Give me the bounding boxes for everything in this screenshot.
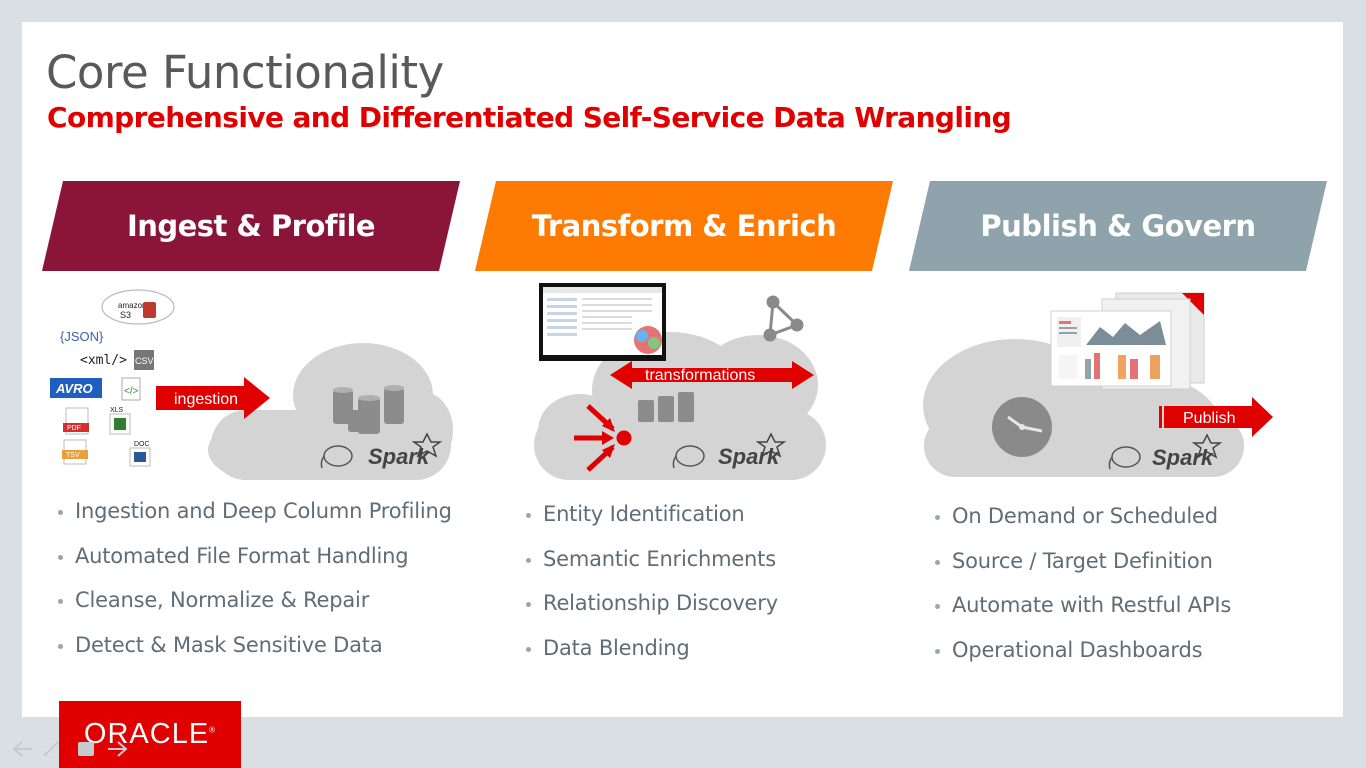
banner-transform-enrich-label: Transform & Enrich	[531, 209, 837, 243]
svg-text:S3: S3	[120, 310, 131, 320]
bullet-item: Relationship Discovery	[524, 591, 778, 636]
pen-icon[interactable]	[43, 741, 59, 757]
svg-text:XLS: XLS	[110, 407, 124, 414]
bullet-item: On Demand or Scheduled	[933, 504, 1231, 549]
csv-file-icon: CSV	[134, 350, 154, 370]
bullet-item: Operational Dashboards	[933, 638, 1231, 683]
menu-icon[interactable]	[78, 742, 94, 756]
oracle-logo-text: ORACLE	[83, 718, 210, 750]
banner-ingest-profile: Ingest & Profile	[42, 181, 460, 271]
amazon-s3-icon: amazon S3	[101, 289, 175, 325]
bullet-item: Entity Identification	[524, 502, 778, 547]
ingestion-arrow: ingestion	[156, 377, 270, 419]
bullet-item: Automated File Format Handling	[56, 544, 452, 589]
code-file-icon: </>	[121, 377, 141, 401]
oracle-logo: ORACLE®	[59, 701, 241, 768]
slide-title: Core Functionality	[46, 46, 444, 99]
database-icon	[333, 385, 404, 434]
svg-text:AVRO: AVRO	[55, 381, 93, 396]
dashboard-stack-icon	[1050, 292, 1205, 390]
database-icon	[638, 392, 694, 422]
spark-star-icon	[411, 432, 443, 458]
transformations-label: transformations	[645, 367, 755, 384]
network-graph-icon	[763, 295, 804, 342]
slideshow-nav-toolbar	[8, 738, 138, 765]
xls-file-icon: XLS	[109, 407, 131, 435]
banner-publish-govern: Publish & Govern	[909, 181, 1327, 271]
spark-star-icon	[755, 432, 787, 458]
bullet-item: Automate with Restful APIs	[933, 593, 1231, 638]
hadoop-elephant-icon	[672, 445, 705, 469]
bullet-item: Semantic Enrichments	[524, 547, 778, 592]
svg-text:DOC: DOC	[134, 441, 150, 448]
spark-label: Spark	[1152, 445, 1215, 470]
slide-subtitle: Comprehensive and Differentiated Self-Se…	[47, 101, 1012, 134]
doc-file-icon: DOC	[129, 441, 151, 467]
banner-publish-govern-label: Publish & Govern	[980, 209, 1256, 243]
previous-slide-icon[interactable]	[12, 741, 32, 757]
ingest-illustration: Spark ingestion amazon S3 {JSON} <xml/> …	[48, 280, 458, 490]
next-slide-icon[interactable]	[108, 741, 128, 757]
spark-label: Spark	[718, 444, 781, 469]
json-icon: {JSON}	[60, 329, 104, 344]
pdf-file-icon: PDF	[63, 407, 89, 435]
entity-converge-icon	[574, 404, 632, 472]
bullet-item: Data Blending	[524, 636, 778, 681]
tsv-file-icon: TSV	[62, 439, 88, 465]
publish-bullet-list: On Demand or Scheduled Source / Target D…	[933, 504, 1231, 682]
avro-icon: AVRO	[50, 378, 102, 398]
hadoop-elephant-icon	[1108, 446, 1141, 470]
publish-illustration: Publish Spark	[920, 285, 1280, 490]
publish-arrow: Publish	[1159, 397, 1273, 437]
bullet-item: Cleanse, Normalize & Repair	[56, 588, 452, 633]
svg-text:TSV: TSV	[66, 452, 80, 459]
xml-icon: <xml/>	[80, 353, 127, 368]
banner-transform-enrich: Transform & Enrich	[475, 181, 893, 271]
ingestion-label: ingestion	[174, 391, 238, 408]
transform-illustration: transformations Spark	[530, 280, 830, 490]
dashboard-monitor-icon	[539, 283, 666, 361]
hadoop-elephant-icon	[320, 445, 353, 469]
svg-text:</>: </>	[124, 386, 139, 397]
transform-bullet-list: Entity Identification Semantic Enrichmen…	[524, 502, 778, 680]
transformations-arrow: transformations	[610, 361, 814, 389]
bullet-item: Source / Target Definition	[933, 549, 1231, 594]
spark-star-icon	[1191, 433, 1223, 459]
publish-label: Publish	[1183, 410, 1235, 427]
svg-text:CSV: CSV	[135, 356, 154, 366]
svg-text:PDF: PDF	[67, 425, 81, 432]
bullet-item: Detect & Mask Sensitive Data	[56, 633, 452, 678]
banner-ingest-profile-label: Ingest & Profile	[126, 209, 376, 243]
clock-icon	[992, 397, 1052, 457]
ingest-bullet-list: Ingestion and Deep Column Profiling Auto…	[56, 499, 452, 677]
bullet-item: Ingestion and Deep Column Profiling	[56, 499, 452, 544]
svg-text:amazon: amazon	[118, 301, 146, 310]
